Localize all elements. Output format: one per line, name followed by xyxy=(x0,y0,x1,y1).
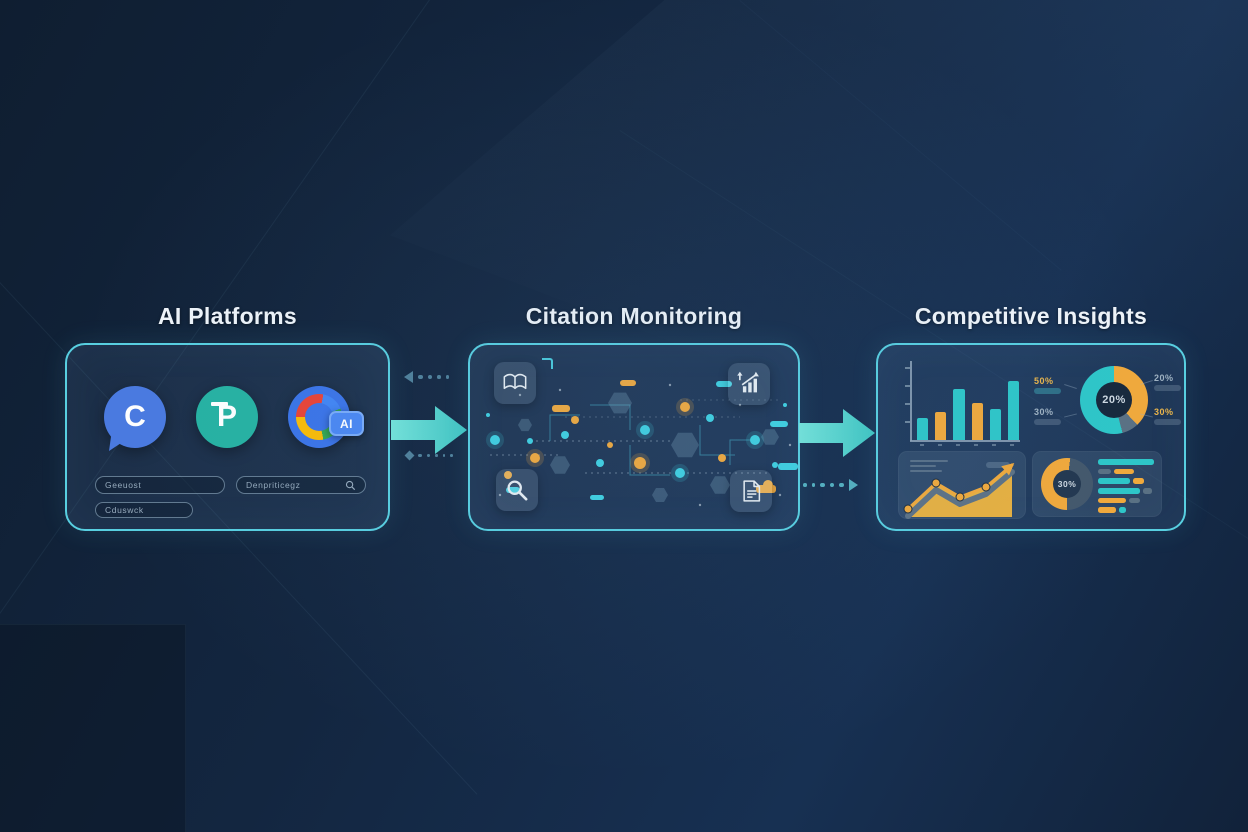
platform-search-field-1[interactable]: Geeuost xyxy=(95,476,225,494)
insights-trend-chart xyxy=(898,451,1026,519)
search-field-1-value: Geeuost xyxy=(105,480,142,490)
flow-arrow-right-icon xyxy=(391,406,467,454)
ai-badge: AI xyxy=(329,411,364,436)
chat-ai-letter: C xyxy=(124,400,146,433)
platform-search-field-2[interactable]: Denpriticegz xyxy=(236,476,366,494)
stage-title-ai-platforms: AI Platforms xyxy=(157,303,298,329)
bar-segment xyxy=(953,389,965,440)
citation-network-graphic xyxy=(486,380,798,507)
search-field-3-value: Cduswck xyxy=(105,505,144,515)
dotted-arrow-left-small-icon xyxy=(404,450,453,461)
perplexity-logo: P xyxy=(196,386,258,448)
dotted-arrow-right-icon xyxy=(803,479,858,491)
perplexity-logo-bar xyxy=(211,402,228,406)
chat-ai-logo: C xyxy=(104,386,166,448)
background-corner-square xyxy=(0,624,186,832)
citation-monitoring-panel xyxy=(468,343,800,531)
platform-search-field-3[interactable]: Cduswck xyxy=(95,502,193,518)
document-icon xyxy=(730,470,772,512)
donut-callout: 50% xyxy=(1034,376,1054,386)
rising-chart-icon xyxy=(728,363,770,405)
insights-secondary-donut: 30% xyxy=(1032,451,1162,517)
search-icon[interactable] xyxy=(345,480,356,491)
donut-callout: 30% xyxy=(1154,407,1174,417)
donut-center-label: 20% xyxy=(1102,394,1126,406)
bar-segment xyxy=(917,418,929,440)
perplexity-letter: P xyxy=(216,400,237,433)
background-line xyxy=(739,0,1062,271)
donut-chart: 20% xyxy=(1080,366,1148,434)
insights-share-donut: 20% 50% 30% 20% 30% xyxy=(1028,355,1186,451)
bar-segment xyxy=(935,412,947,440)
ai-platforms-panel: C P AI Geeuost Denpriticegz Cduswck xyxy=(65,343,390,531)
competitive-insights-panel: 20% 50% 30% 20% 30% xyxy=(876,343,1186,531)
stage-title-citation-monitoring: Citation Monitoring xyxy=(525,303,743,329)
insights-bar-chart xyxy=(898,359,1028,447)
flow-arrow-right-icon xyxy=(799,409,875,457)
bar-segment xyxy=(1007,381,1020,440)
bar-segment xyxy=(989,409,1001,440)
stage-title-competitive-insights: Competitive Insights xyxy=(914,303,1148,329)
donut-center-label: 30% xyxy=(1057,479,1077,489)
google-ai-logo: AI xyxy=(288,386,364,448)
donut-chart: 30% xyxy=(1041,458,1093,510)
donut-callout: 30% xyxy=(1034,407,1054,417)
magnifier-icon xyxy=(496,469,538,511)
open-book-icon xyxy=(494,362,536,404)
donut-callout: 20% xyxy=(1154,373,1174,383)
search-field-2-value: Denpriticegz xyxy=(246,480,301,490)
corner-bracket-accent xyxy=(542,358,553,369)
dotted-arrow-left-icon xyxy=(404,371,449,383)
metric-bars xyxy=(1098,459,1154,517)
bar-segment xyxy=(971,403,983,440)
